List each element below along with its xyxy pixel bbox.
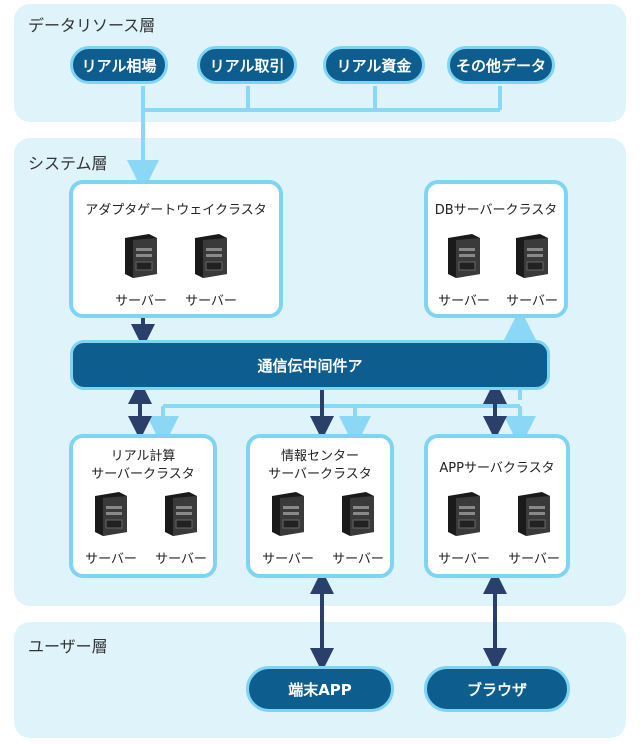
system-layer-title: システム層 <box>28 154 108 173</box>
server: サーバー <box>434 232 494 312</box>
client-browser: ブラウザ <box>424 666 570 712</box>
server-label: サーバー <box>508 552 560 567</box>
app-server-cluster: APPサーバクラスタ サーバー サーバー <box>424 434 570 578</box>
data-source-other: その他データ <box>447 46 555 84</box>
db-server-cluster: DBサーバークラスタ サーバー サーバー <box>424 180 568 318</box>
server-tower-icon <box>95 492 127 536</box>
server-tower-icon <box>195 234 227 278</box>
user-layer-title: ユーザー層 <box>28 637 108 656</box>
real-calc-server-cluster: リアル計算 サーバークラスタ サーバー サーバー <box>69 434 217 578</box>
server: サーバー <box>328 490 388 570</box>
server: サーバー <box>151 490 211 570</box>
server-tower-icon <box>448 492 480 536</box>
cluster-title: アダプタゲートウェイクラスタ <box>85 203 267 218</box>
data-source-real-quotes: リアル相場 <box>70 46 168 84</box>
cluster-title: APPサーバクラスタ <box>439 461 555 476</box>
server-label: サーバー <box>185 294 237 309</box>
data-source-real-funds: リアル資金 <box>323 46 425 84</box>
server: サーバー <box>181 232 241 312</box>
server-tower-icon <box>448 234 480 278</box>
client-terminal-app: 端末APP <box>246 666 394 712</box>
server: サーバー <box>258 490 318 570</box>
server: サーバー <box>81 490 141 570</box>
server-label: サーバー <box>438 294 490 309</box>
cluster-title-line2: サーバークラスタ <box>91 467 195 482</box>
server-label: サーバー <box>506 294 558 309</box>
server-label: サーバー <box>155 552 207 567</box>
adapter-gateway-cluster: アダプタゲートウェイクラスタ サーバー サーバー <box>69 180 283 318</box>
server-label: サーバー <box>115 294 167 309</box>
server-label: サーバー <box>438 552 490 567</box>
cluster-title: DBサーバークラスタ <box>434 203 558 218</box>
cluster-title-line1: リアル計算 <box>110 449 176 464</box>
data-resource-layer-title: データリソース層 <box>28 16 156 35</box>
server-label: サーバー <box>262 552 314 567</box>
cluster-title-line1: 情報センター <box>280 449 359 464</box>
server-tower-icon <box>516 234 548 278</box>
messaging-middleware: 通信伝中间件ア <box>70 340 550 390</box>
server: サーバー <box>504 490 564 570</box>
server-tower-icon <box>342 492 374 536</box>
info-center-server-cluster: 情報センター サーバークラスタ サーバー サーバー <box>246 434 394 578</box>
server-label: サーバー <box>85 552 137 567</box>
server-tower-icon <box>272 492 304 536</box>
server-tower-icon <box>125 234 157 278</box>
server: サーバー <box>434 490 494 570</box>
server: サーバー <box>502 232 562 312</box>
server-label: サーバー <box>332 552 384 567</box>
server: サーバー <box>111 232 171 312</box>
server-tower-icon <box>518 492 550 536</box>
data-source-real-trades: リアル取引 <box>197 46 297 84</box>
server-tower-icon <box>165 492 197 536</box>
cluster-title-line2: サーバークラスタ <box>268 467 372 482</box>
